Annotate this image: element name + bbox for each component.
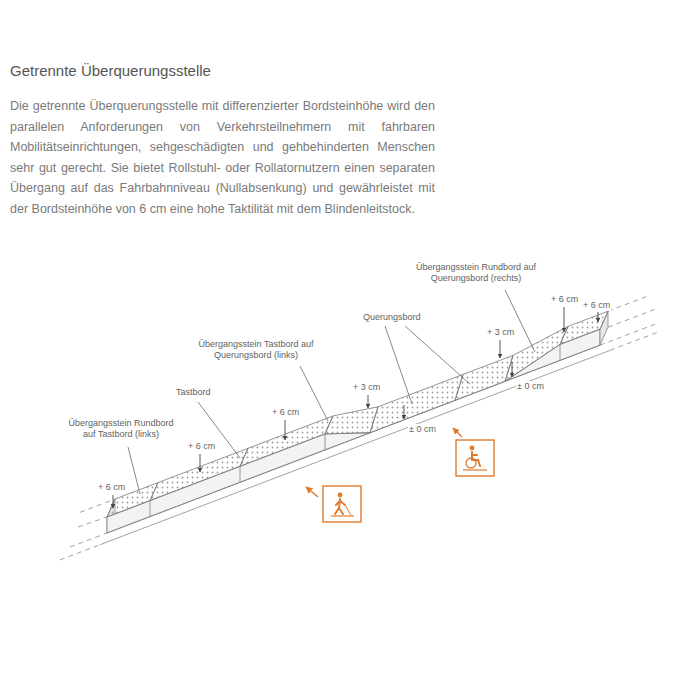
part-name: Übergangsstein Rundbord auf Tastbord (li… xyxy=(60,418,182,440)
leader-lines xyxy=(128,290,535,494)
height-label: + 6 cm xyxy=(582,300,611,311)
part-name: Querungsbord xyxy=(362,312,422,323)
height-label: + 3 cm xyxy=(486,327,515,338)
height-label: ± 0 cm xyxy=(516,381,545,392)
height-label: + 6 cm xyxy=(97,482,126,493)
wheelchair-icon xyxy=(453,428,494,476)
height-label: + 6 cm xyxy=(550,294,579,305)
part-name: Übergangsstein Tastbord auf Querungsbord… xyxy=(190,339,322,361)
body-text: Die getrennte Überquerungsstelle mit dif… xyxy=(10,96,435,219)
height-label: + 3 cm xyxy=(352,382,381,393)
curb-faces xyxy=(107,311,608,533)
part-name: Übergangsstein Rundbord auf Querungsbord… xyxy=(410,262,542,284)
height-label: ± 0 cm xyxy=(408,424,437,435)
road-lines xyxy=(60,295,660,560)
height-label: + 6 cm xyxy=(187,441,216,452)
part-name: Tastbord xyxy=(175,387,212,398)
height-label: + 6 cm xyxy=(271,407,300,418)
page-title: Getrennte Überquerungsstelle xyxy=(10,62,211,79)
height-arrows xyxy=(113,307,598,508)
blind-pedestrian-icon xyxy=(306,486,361,522)
